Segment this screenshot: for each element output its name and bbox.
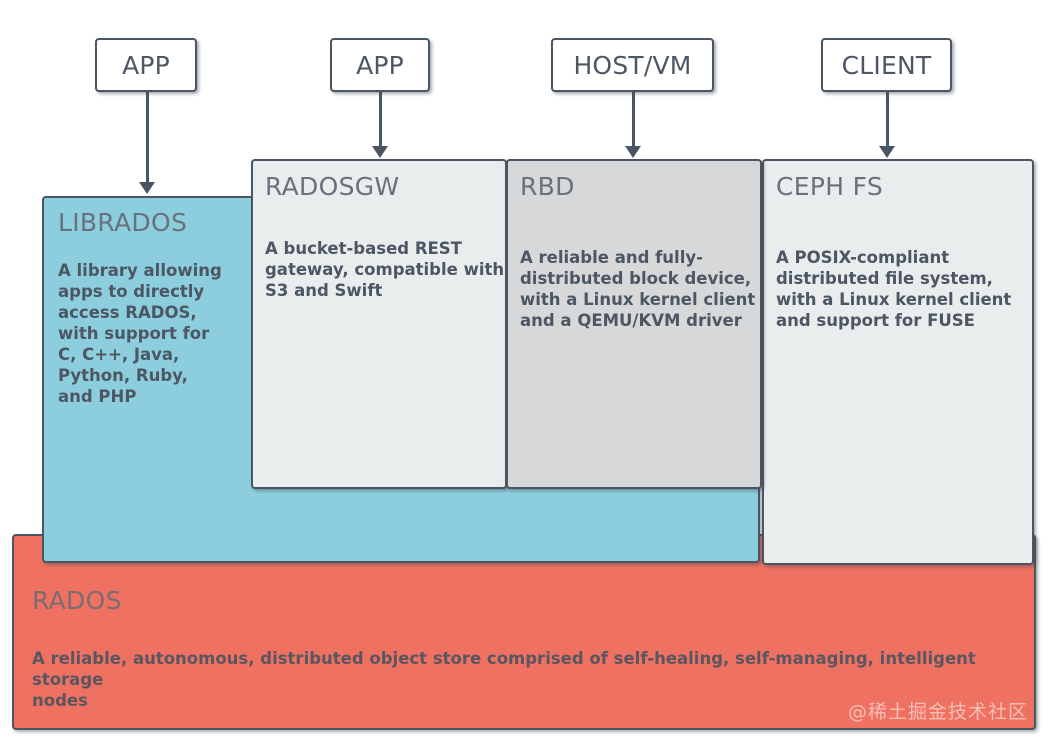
actor-label-app-2: APP xyxy=(356,50,404,80)
layer-description-radosgw: A bucket-based REST gateway, compatible … xyxy=(265,239,505,300)
connector-line-client-cephfs xyxy=(886,92,889,148)
layer-title-rados: RADOS xyxy=(32,586,122,615)
layer-box-radosgw[interactable]: RADOSGW A bucket-based REST gateway, com… xyxy=(251,159,507,489)
arrowhead-client-cephfs xyxy=(879,146,895,158)
arrowhead-app-radosgw xyxy=(372,146,388,158)
actor-box-app-1[interactable]: APP xyxy=(95,38,197,92)
connector-line-hostvm-rbd xyxy=(632,92,635,148)
actor-label-client: CLIENT xyxy=(841,50,932,80)
actor-box-client[interactable]: CLIENT xyxy=(821,38,952,92)
actor-label-app-1: APP xyxy=(122,50,170,80)
actor-box-hostvm[interactable]: HOST/VM xyxy=(551,38,714,92)
layer-description-rbd: A reliable and fully- distributed block … xyxy=(520,248,756,330)
layer-title-librados: LIBRADOS xyxy=(58,208,188,237)
layer-title-rbd: RBD xyxy=(520,172,575,201)
connector-line-app-radosgw xyxy=(379,92,382,148)
layer-description-cephfs: A POSIX-compliant distributed file syste… xyxy=(776,248,1012,330)
actor-box-app-2[interactable]: APP xyxy=(330,38,430,92)
arrowhead-hostvm-rbd xyxy=(625,146,641,158)
layer-box-rbd[interactable]: RBD A reliable and fully- distributed bl… xyxy=(506,159,762,489)
layer-box-rados[interactable]: RADOS A reliable, autonomous, distribute… xyxy=(12,534,1036,730)
arrowhead-app-librados xyxy=(139,182,155,194)
layer-title-radosgw: RADOSGW xyxy=(265,172,400,201)
watermark: @稀土掘金技术社区 xyxy=(847,701,1028,723)
actor-label-hostvm: HOST/VM xyxy=(573,50,692,80)
layer-title-cephfs: CEPH FS xyxy=(776,172,883,201)
layer-description-librados: A library allowing apps to directly acce… xyxy=(58,261,222,406)
layer-description-rados: A reliable, autonomous, distributed obje… xyxy=(32,649,976,710)
layer-box-cephfs[interactable]: CEPH FS A POSIX-compliant distributed fi… xyxy=(762,159,1034,565)
connector-line-app-librados xyxy=(146,92,149,184)
